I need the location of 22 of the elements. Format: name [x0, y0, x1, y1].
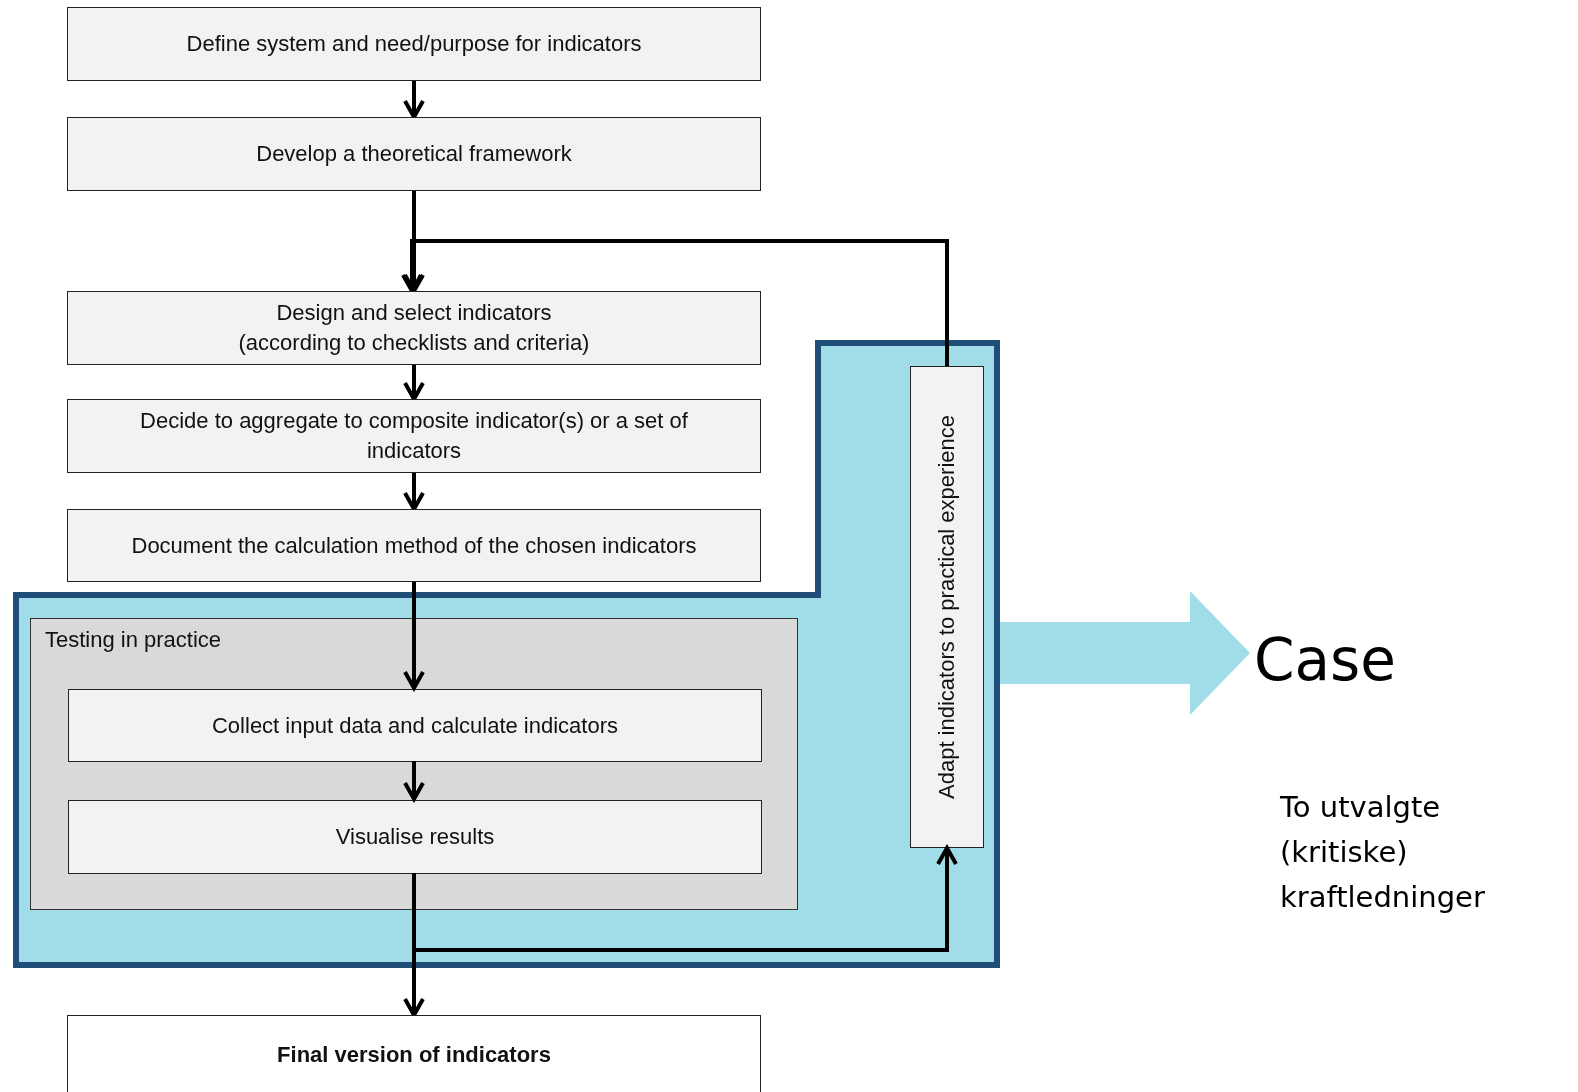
- arrow: [401, 239, 949, 366]
- process-box: Collect input data and calculate indicators: [68, 689, 762, 762]
- group-box: [30, 618, 798, 910]
- arrow: [403, 191, 425, 293]
- process-box: Visualise results: [68, 800, 762, 874]
- note-text: To utvalgte (kritiske) kraftledninger: [1280, 789, 1486, 916]
- arrow: [403, 81, 425, 119]
- block-arrow: [1000, 591, 1250, 715]
- arrow: [403, 761, 425, 801]
- process-box: Document the calculation method of the chosen indicators: [67, 509, 761, 582]
- case-heading: Case: [1250, 620, 1450, 700]
- process-box: Design and select indicators (according to checklists and criteria): [67, 291, 761, 365]
- process-box: Define system and need/purpose for indicators: [67, 7, 761, 81]
- group-title: Testing in practice: [45, 627, 222, 653]
- result-box: Final version of indicators: [67, 1015, 761, 1092]
- process-box: Develop a theoretical framework: [67, 117, 761, 191]
- arrow: [403, 473, 425, 511]
- arrow: [403, 365, 425, 401]
- process-box: Decide to aggregate to composite indicator(s) or a set of indicators: [67, 399, 761, 473]
- arrow: [403, 582, 425, 690]
- arrow: [412, 846, 958, 952]
- process-box: Adapt indicators to practical experience: [910, 366, 984, 848]
